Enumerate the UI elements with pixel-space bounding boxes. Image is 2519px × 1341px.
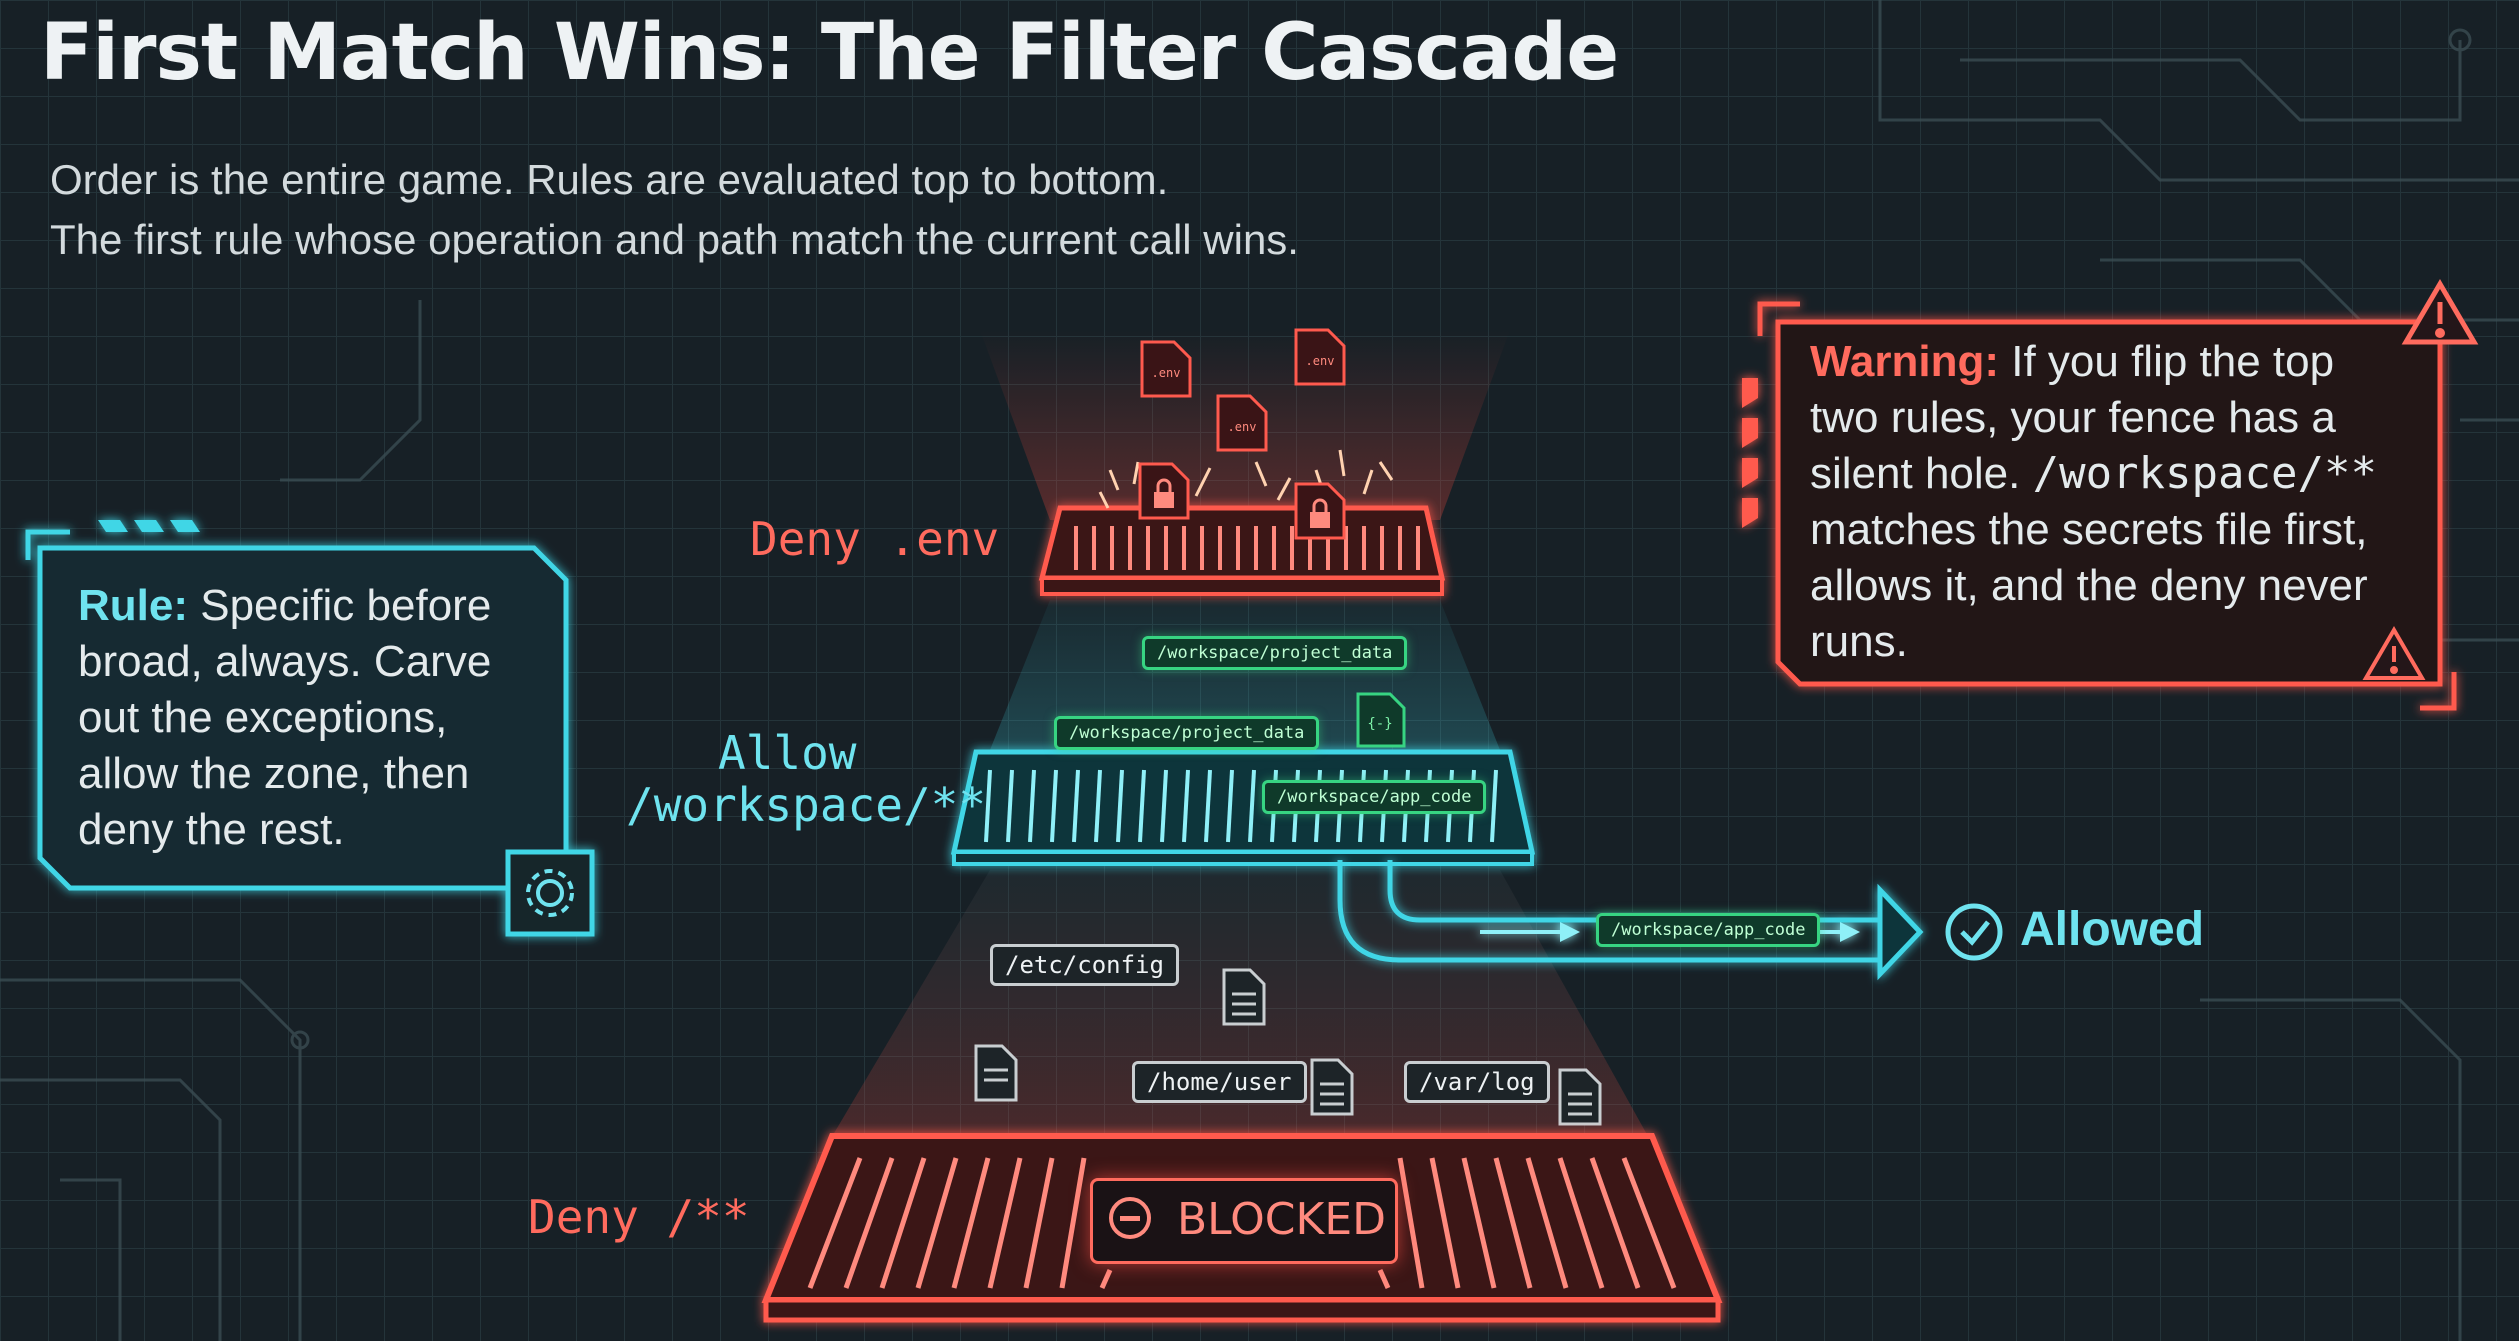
- rule-label-allow-path: /workspace/**: [626, 778, 987, 832]
- rule-note-text: Specific before broad, always. Carve out…: [78, 581, 492, 854]
- path-tag-var-log: /var/log: [1404, 1061, 1550, 1103]
- env-file-icon: .env: [1294, 328, 1346, 386]
- blocked-label: BLOCKED: [1177, 1194, 1387, 1245]
- env-file-icon: .env: [1140, 340, 1192, 398]
- page-title: First Match Wins: The Filter Cascade: [40, 8, 1619, 98]
- subtitle-line-1: Order is the entire game. Rules are eval…: [50, 156, 1169, 203]
- rule-label-deny-env: Deny .env: [750, 512, 1000, 566]
- gear-icon: [526, 869, 574, 917]
- warning-note: Warning: If you flip the top two rules, …: [1810, 334, 2410, 670]
- locked-file-icon: [1294, 482, 1346, 540]
- path-tag-app-code-allowed: /workspace/app_code: [1596, 913, 1821, 947]
- env-file-label: .env: [1152, 366, 1181, 380]
- rule-note-frame: [25, 520, 595, 937]
- subtitle-line-2: The first rule whose operation and path …: [50, 216, 1299, 263]
- path-tag-project-data: /workspace/project_data: [1054, 716, 1320, 750]
- svg-text:{-}: {-}: [1367, 716, 1392, 732]
- warning-triangle-icon: [2362, 626, 2426, 680]
- blocked-badge: BLOCKED: [1090, 1178, 1398, 1264]
- warning-note-path: /workspace/**: [2032, 448, 2377, 499]
- warning-note-heading: Warning:: [1810, 337, 1999, 386]
- env-file-label: .env: [1306, 354, 1335, 368]
- warning-note-text: If you flip the top two rules, your fenc…: [1810, 337, 2336, 498]
- warning-triangle-icon: [2401, 279, 2479, 345]
- blocked-icon: [1109, 1197, 1151, 1239]
- rule-label-allow: Allow: [718, 726, 857, 780]
- locked-file-icon: [1138, 462, 1190, 520]
- code-file-icon: {-}: [1356, 692, 1406, 748]
- rule-note-heading: Rule:: [78, 581, 188, 630]
- document-icon: [1222, 968, 1266, 1026]
- env-file-label: .env: [1228, 420, 1257, 434]
- path-tag-project-data: /workspace/project_data: [1142, 636, 1408, 670]
- warning-note-frame: [1742, 301, 2457, 711]
- warning-note-text-end: matches the secrets file first, allows i…: [1810, 505, 2368, 666]
- rule-label-deny-all: Deny /**: [528, 1190, 750, 1244]
- path-tag-etc-config: /etc/config: [990, 944, 1179, 986]
- document-icon: [974, 1044, 1018, 1102]
- path-tag-app-code: /workspace/app_code: [1262, 780, 1487, 814]
- path-tag-home-user: /home/user: [1132, 1061, 1307, 1103]
- document-icon: [1558, 1068, 1602, 1126]
- check-circle-icon: [1945, 903, 2003, 961]
- deny-env-filter: [1038, 505, 1446, 596]
- allowed-outcome-label: Allowed: [2020, 903, 2205, 956]
- env-file-icon: .env: [1216, 394, 1268, 452]
- rule-note: Rule: Specific before broad, always. Car…: [78, 578, 538, 858]
- document-icon: [1310, 1058, 1354, 1116]
